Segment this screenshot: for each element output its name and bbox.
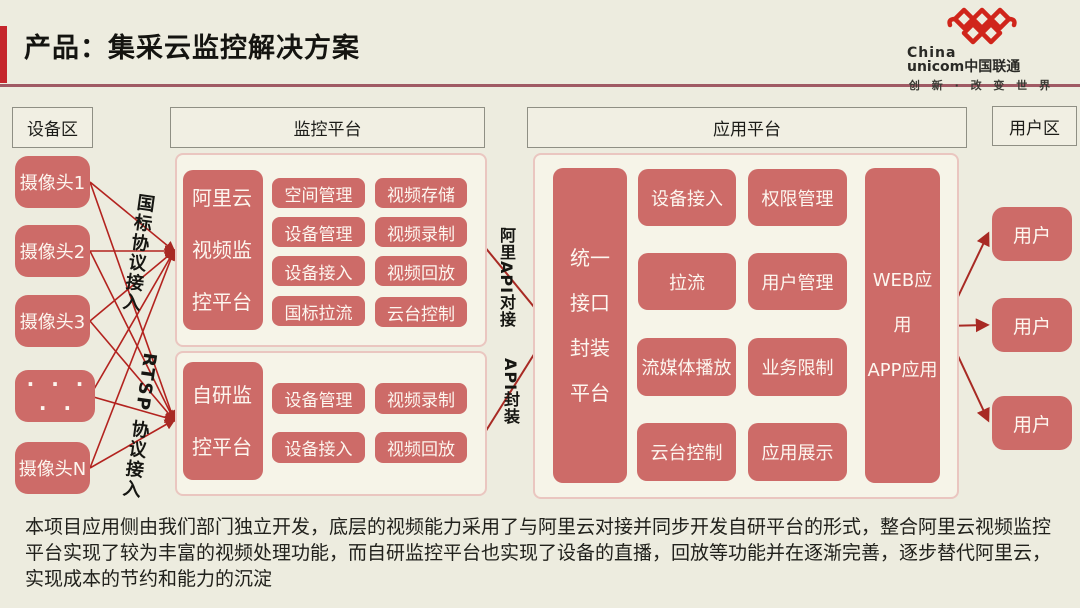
camera-box-1: 摄像头1 [15,156,90,208]
app-item-business-limit: 业务限制 [748,338,847,396]
app-item-media-play: 流媒体播放 [637,338,736,396]
app-item-user-mgmt: 用户管理 [748,253,847,310]
gateway-box: 统一接口封装平台 [553,168,627,483]
logo-brand-text: China unicom中国联通 [899,46,1064,74]
aliyun-platform-label: 阿里云视频监控平台 [192,186,252,314]
aliyun-item-device-access: 设备接入 [272,256,365,286]
app-item-device-access: 设备接入 [638,169,736,226]
gateway-label: 统一接口封装平台 [570,245,610,405]
title-accent-bar [0,26,7,83]
zone-header-user: 用户区 [992,106,1077,146]
china-unicom-logo: China unicom中国联通 创 新 · 改 变 世 界 [899,4,1064,93]
user-box-3: 用户 [992,396,1072,450]
logo-tagline: 创 新 · 改 变 世 界 [908,79,1055,92]
aliyun-platform-box: 阿里云视频监控平台 [183,170,263,330]
app-item-ptz-control: 云台控制 [637,423,736,481]
zone-header-device: 设备区 [12,107,93,148]
aliyun-item-video-record: 视频录制 [375,217,467,247]
zone-header-monitor: 监控平台 [170,107,485,148]
camera-box-n: 摄像头N [15,442,90,494]
title-divider [0,84,1080,87]
self-item-video-playback: 视频回放 [375,432,467,463]
aliyun-item-video-storage: 视频存储 [375,178,467,208]
app-item-permission-mgmt: 权限管理 [748,169,847,226]
mobile-app-label: APP应用 [867,360,938,381]
self-item-video-record: 视频录制 [375,383,467,414]
camera-box-3: 摄像头3 [15,295,90,347]
aliyun-item-ptz-control: 云台控制 [375,297,467,327]
app-item-app-display: 应用展示 [748,423,847,481]
ali-api-label: 阿里API对接 [497,227,516,329]
zone-header-app: 应用平台 [527,107,967,148]
device-to-monitor-arrows [89,181,177,469]
camera-box-ellipsis: · · · · · [15,370,95,422]
self-platform-box: 自研监控平台 [183,362,263,480]
logo-brand-line2: unicom中国联通 [907,59,1021,75]
aliyun-item-device-mgmt: 设备管理 [272,217,365,247]
page-title: 产品：集采云监控解决方案 [24,33,360,64]
description-text: 本项目应用侧由我们部门独立开发，底层的视频能力采用了与阿里云对接并同步开发自研平… [25,516,1052,590]
self-platform-label: 自研监控平台 [192,383,252,459]
user-box-1: 用户 [992,207,1072,261]
camera-box-2: 摄像头2 [15,225,90,277]
chinese-knot-icon [946,7,1017,45]
app-item-stream-pull: 拉流 [638,253,736,310]
api-wrap-label: API封装 [501,358,520,426]
aliyun-item-video-playback: 视频回放 [375,256,467,286]
user-box-2: 用户 [992,298,1072,352]
aliyun-item-space-mgmt: 空间管理 [272,178,365,208]
web-app-label: WEB应用 [872,270,933,336]
self-item-device-mgmt: 设备管理 [272,383,365,414]
logo-brand-line1: China [907,45,957,61]
clients-box: WEB应用 APP应用 [865,168,940,483]
aliyun-item-gb-pull: 国标拉流 [272,296,365,326]
self-item-device-access: 设备接入 [272,432,365,463]
